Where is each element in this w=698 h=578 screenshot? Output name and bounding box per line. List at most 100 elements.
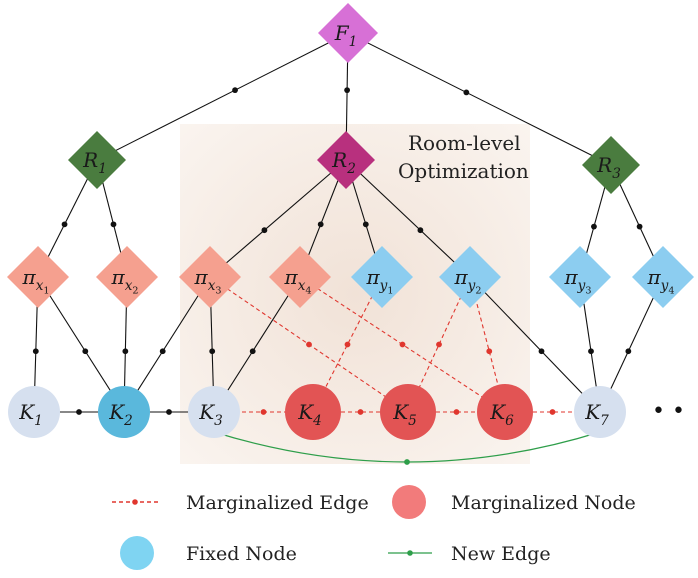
legend: Marginalized Edge Marginalized Node Fixe… [112,485,636,570]
legend-new-edge-label: New Edge [451,543,551,565]
node-label-F1: F1 [334,21,358,50]
node-px3: πx3 [179,246,241,308]
edge-F1-R1-factor [232,87,238,94]
edge-py2-K5 [407,276,471,413]
edge-K5-K6-factor [453,409,460,415]
edge-py2-K5-factor [436,341,442,348]
edge-R3-py4-factor [636,223,643,230]
node-px4-shape [269,246,331,308]
edge-F1-R1 [96,32,349,161]
node-py4-shape [632,246,694,308]
node-R3-shape [582,136,640,194]
node-label-R2: R2 [331,148,356,177]
node-R1: R1 [68,131,126,189]
room-label-line2: Optimization [398,159,529,183]
edge-F1-R3-factor [463,89,470,96]
node-K7: K7 [574,386,626,438]
node-K7-shape [574,386,626,438]
edge-K2-K3-factor [166,409,172,415]
node-label-K6: K6 [489,400,514,429]
edge-px3-K5-factor [306,341,312,348]
edge-K6-K7-factor [549,409,556,415]
node-F1-shape [318,3,378,63]
edge-py2-K7-factor [538,348,545,355]
edge-px3-K2-factor [159,348,166,355]
edge-R2-px3-factor [261,227,268,234]
node-py3-shape [549,246,611,308]
legend-fixed-node-label: Fixed Node [186,543,297,565]
node-label-K1: K1 [18,400,43,429]
node-label-px1: πx1 [22,265,50,297]
node-label-K2: K2 [108,400,133,429]
new-edge-K3-K7-factor [404,459,410,465]
edge-px4-K3-factor [249,348,256,355]
edge-R2-px3 [209,159,347,278]
edge-R2-px4-factor [317,221,324,228]
edge-px3-K2 [123,276,211,413]
edge-K1-K2-factor [76,409,82,415]
node-R2-shape [317,131,375,189]
node-label-py1: πy1 [366,265,394,297]
edge-R2-py2-factor [417,227,424,234]
node-px2: πx2 [96,246,158,308]
node-px1: πx1 [7,246,69,308]
node-K1: K1 [8,386,60,438]
node-px2-shape [96,246,158,308]
node-K2-shape [98,386,150,438]
edge-K3-K4-factor [260,409,267,415]
node-label-K5: K5 [392,400,417,429]
node-px3-shape [179,246,241,308]
legend-marginalized-edge-label: Marginalized Edge [186,492,369,514]
node-K3: K3 [188,386,240,438]
node-label-K3: K3 [198,400,223,429]
node-F1: F1 [318,3,378,63]
legend-marginalized-edge-dot [132,499,138,505]
node-py1-shape [351,246,413,308]
node-label-px2: πx2 [111,265,139,297]
ellipsis: • • [652,399,685,424]
edge-px3-K3-factor [209,348,216,355]
node-label-R1: R1 [82,148,107,177]
edge-R1-px2-factor [110,221,117,228]
node-K4-shape [285,384,341,440]
node-K5: K5 [380,384,436,440]
node-label-py3: πy3 [564,265,592,297]
edge-K4-K5-factor [357,409,364,415]
edge-py3-K7-factor [588,348,594,355]
legend-new-edge-dot [407,550,413,556]
edge-px4-K6-factor [399,341,406,348]
edge-py2-K6-factor [486,348,493,355]
node-px4: πx4 [269,246,331,308]
node-label-px3: πx3 [194,265,222,297]
legend-fixed-node-swatch [120,536,154,570]
node-K5-shape [380,384,436,440]
node-py2: πy2 [439,246,501,308]
node-R2: R2 [317,131,375,189]
room-label-line1: Room-level [408,131,521,155]
node-py1: πy1 [351,246,413,308]
node-px1-shape [7,246,69,308]
edge-py1-K4-factor [344,341,351,348]
node-label-R3: R3 [596,153,621,182]
node-K6-shape [477,384,533,440]
node-K3-shape [188,386,240,438]
edge-R2-py2 [345,159,471,278]
legend-marginalized-node-swatch [392,485,426,519]
edge-px2-K2-factor [122,348,129,355]
node-K1-shape [8,386,60,438]
edge-F1-R2-factor [344,87,350,94]
edge-R2-py1-factor [362,221,369,228]
legend-marginalized-node-label: Marginalized Node [451,492,636,514]
node-K2: K2 [98,386,150,438]
node-K4: K4 [285,384,341,440]
node-py2-shape [439,246,501,308]
node-py4: πy4 [632,246,694,308]
edge-R1-px1-factor [61,221,68,228]
edge-py2-K7 [469,276,601,413]
node-label-py4: πy4 [647,265,675,297]
edge-px1-K2 [37,276,125,413]
node-label-K7: K7 [584,400,609,429]
node-py3: πy3 [549,246,611,308]
